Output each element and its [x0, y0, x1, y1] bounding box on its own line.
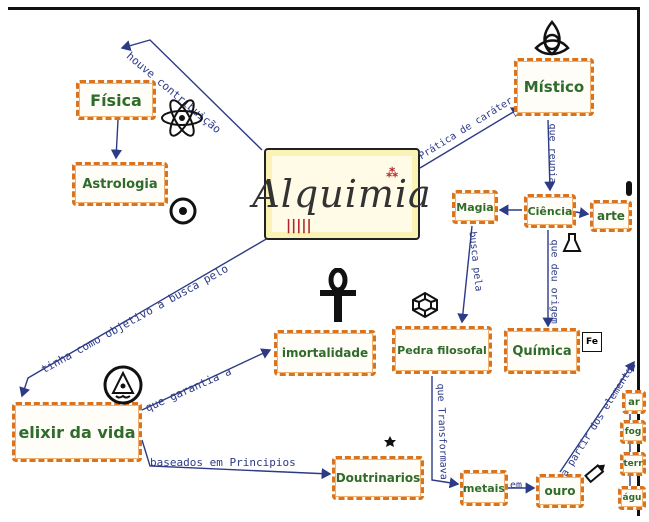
node-label: fog: [624, 427, 642, 437]
node-label: Química: [512, 343, 572, 359]
link-elixir-doutrinarios: [141, 439, 332, 480]
target-icon: [169, 197, 197, 225]
link-magia-pedra: [457, 225, 473, 324]
node-fisica[interactable]: Física: [76, 80, 156, 120]
test-tube-icon: [626, 181, 632, 196]
node-astrologia[interactable]: Astrologia: [72, 162, 168, 206]
node-doutrinarios[interactable]: Doutrinarios: [332, 456, 424, 500]
node-ouro[interactable]: ouro: [536, 474, 584, 508]
node-label: Astrologia: [82, 176, 158, 192]
node-label: terr: [623, 459, 643, 469]
pyramid-eye-icon: [103, 365, 143, 405]
page-border: [8, 7, 640, 516]
red-vine-decoration: ⁂: [386, 166, 399, 180]
star-crescent-icon: [375, 428, 396, 450]
center-node-alquimia[interactable]: Alquimia: [252, 148, 431, 240]
gem-icon: [412, 291, 438, 319]
ankh-icon: [320, 268, 356, 322]
edge-label-que-reunia: que reunia: [546, 123, 558, 184]
node-pedra-filosofal[interactable]: Pedra filosofal: [392, 326, 492, 374]
link-fisica-astrologia: [110, 119, 123, 160]
node-label: Magia: [456, 200, 494, 214]
link-mistico-ciencia: [544, 119, 556, 192]
link-elixir-imortalidade: [141, 348, 272, 411]
node-label: Ciência: [527, 204, 573, 218]
link-ouro-elementos: [559, 360, 635, 473]
node-ciencia[interactable]: Ciência: [524, 194, 576, 228]
link-pedra-metais: [431, 376, 460, 489]
edge-label-em: em: [510, 480, 523, 491]
node-fogo[interactable]: fog: [620, 420, 646, 444]
link-center-elixir: [19, 237, 269, 398]
node-label: Místico: [523, 78, 585, 96]
node-label: águ: [622, 493, 642, 503]
node-label: Doutrinarios: [335, 471, 421, 485]
node-label: ouro: [544, 484, 576, 498]
atom-icon: [161, 99, 203, 137]
node-agua[interactable]: águ: [618, 486, 646, 510]
node-ar[interactable]: ar: [622, 390, 646, 414]
link-center-fisica: [120, 39, 263, 151]
node-imortalidade[interactable]: imortalidade: [274, 330, 376, 376]
node-mistico[interactable]: Místico: [514, 58, 594, 116]
node-label: Física: [90, 90, 142, 110]
center-label: Alquimia: [252, 172, 432, 216]
link-ciencia-arte: [575, 207, 590, 219]
node-terra[interactable]: terr: [620, 452, 646, 476]
red-tally-marks: |||||: [286, 218, 312, 234]
node-label: Pedra filosofal: [397, 343, 487, 357]
node-label: metais: [463, 481, 505, 495]
flask-icon: [562, 233, 582, 252]
node-quimica[interactable]: Química: [504, 328, 580, 374]
pencil-icon: [584, 464, 605, 484]
fe-element-icon: Fe: [582, 332, 602, 352]
node-label: imortalidade: [281, 346, 369, 360]
node-metais[interactable]: metais: [460, 470, 508, 506]
edge-label-baseados-em-principios: baseados em Principios: [150, 456, 296, 469]
node-elixir-da-vida[interactable]: elixir da vida: [12, 402, 142, 462]
edge-label-que-deu-origem: que deu origem: [548, 239, 560, 324]
node-magia[interactable]: Magia: [452, 190, 498, 224]
link-center-mistico: [419, 107, 522, 169]
node-arte[interactable]: arte: [590, 200, 632, 232]
triquetra-icon: [534, 20, 570, 56]
node-label: arte: [597, 209, 625, 223]
node-label: elixir da vida: [18, 422, 136, 442]
node-label: ar: [628, 396, 640, 408]
fe-symbol-text: Fe: [586, 337, 598, 347]
